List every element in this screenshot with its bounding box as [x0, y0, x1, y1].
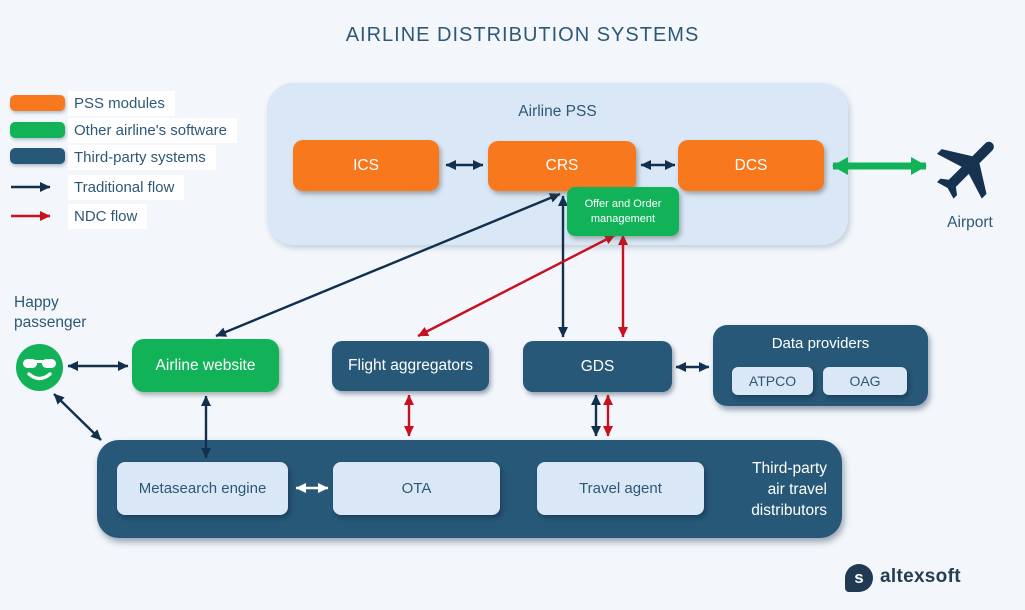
third-party-distributors-label: Third-party air travel distributors: [751, 460, 827, 519]
node-ics: ICS: [293, 140, 439, 191]
airport-label: Airport: [947, 214, 993, 231]
gds-label: GDS: [580, 357, 615, 375]
passenger-label: Happy passenger: [14, 294, 87, 332]
node-atpco: ATPCO: [732, 367, 813, 395]
travel-agent-label: Travel agent: [579, 480, 662, 497]
legend-label-traditional-flow: Traditional flow: [68, 175, 185, 200]
atpco-label: ATPCO: [748, 373, 797, 389]
node-travel-agent: Travel agent: [537, 462, 704, 515]
arrow-offer-flight-aggregators: [417, 233, 616, 338]
ics-label: ICS: [353, 156, 379, 174]
altexsoft-logo-text: altexsoft: [880, 566, 961, 587]
node-dcs: DCS: [678, 140, 824, 191]
ota-label: OTA: [401, 480, 432, 497]
metasearch-engine-label: Metasearch engine: [138, 480, 267, 497]
logo-glyph: s: [854, 568, 864, 587]
legend-label-third-party-systems: Third-party systems: [68, 145, 216, 170]
crs-label: CRS: [545, 157, 579, 174]
offer-order-label: Offer and Order management: [584, 198, 662, 225]
happy-passenger-icon: [16, 344, 63, 391]
arrow-passenger-distributors: [53, 393, 102, 441]
legend-swatch-third-party-systems: [10, 148, 65, 164]
node-metasearch-engine: Metasearch engine: [117, 462, 288, 515]
airplane-icon: [937, 141, 994, 199]
airline-pss-title: Airline PSS: [518, 103, 597, 120]
node-oag: OAG: [823, 367, 907, 395]
altexsoft-logo-icon: s: [845, 564, 873, 592]
dcs-label: DCS: [734, 156, 768, 174]
node-airline-website: Airline website: [132, 339, 279, 392]
node-offer-order-management: Offer and Order management: [567, 187, 679, 236]
node-ota: OTA: [333, 462, 500, 515]
sunglasses-smile-icon: [23, 359, 56, 381]
node-crs: CRS: [488, 141, 636, 191]
legend-label-ndc-flow: NDC flow: [68, 204, 148, 229]
flight-aggregators-label: Flight aggregators: [348, 357, 473, 374]
node-gds: GDS: [523, 341, 672, 392]
airline-website-label: Airline website: [155, 356, 256, 374]
legend-label-other-airline-software: Other airline's software: [68, 118, 237, 143]
page-title: AIRLINE DISTRIBUTION SYSTEMS: [345, 24, 700, 46]
legend-label-pss-modules: PSS modules: [68, 91, 175, 116]
oag-label: OAG: [849, 373, 881, 389]
legend-swatch-pss-modules: [10, 95, 65, 111]
data-providers-title: Data providers: [771, 335, 870, 352]
legend-swatch-other-airline-software: [10, 122, 65, 138]
node-flight-aggregators: Flight aggregators: [332, 341, 489, 391]
